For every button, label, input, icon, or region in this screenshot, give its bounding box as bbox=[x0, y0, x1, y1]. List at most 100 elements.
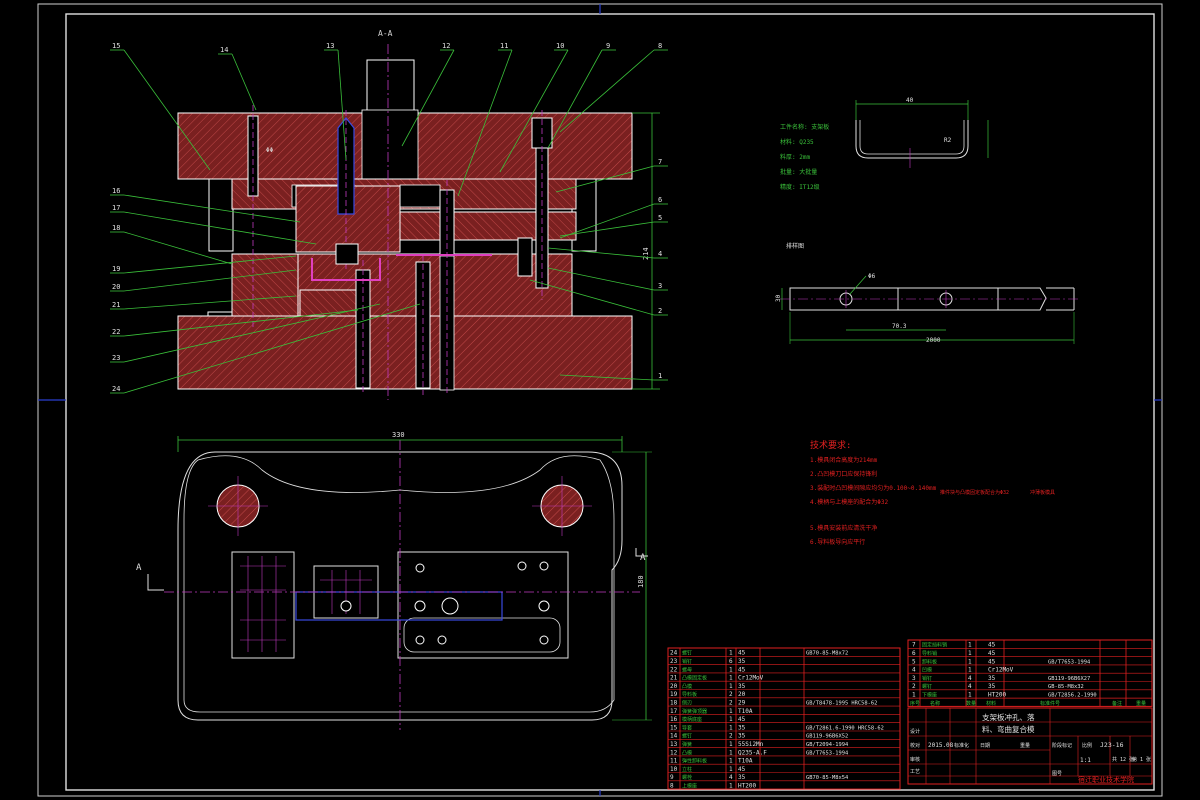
bom-row-qty: 4 bbox=[968, 683, 972, 690]
bom-row-standard: GB/T2856.2-1990 bbox=[1048, 693, 1097, 699]
bom-header-cell: 名称 bbox=[930, 700, 940, 707]
bom-row-no: 15 bbox=[670, 724, 678, 731]
bom-row-material: 35 bbox=[738, 774, 746, 781]
bom-row-material: 20 bbox=[738, 691, 746, 698]
leader-line-20 bbox=[123, 269, 297, 292]
bom-row-qty: 1 bbox=[729, 716, 733, 723]
leader-line-5 bbox=[559, 221, 655, 237]
label-drawing-no: 图号 bbox=[1052, 771, 1062, 777]
leader-line-22 bbox=[123, 309, 359, 337]
leader-line-11 bbox=[457, 49, 513, 197]
bom-row-material: 35 bbox=[738, 724, 746, 731]
bom-row-qty: 1 bbox=[729, 741, 733, 748]
bom-row-name: 侧刃 bbox=[682, 700, 692, 707]
leader-line-18 bbox=[123, 231, 233, 265]
bom-row-standard: GB70-85-M8x72 bbox=[806, 651, 848, 657]
bom-row-no: 14 bbox=[670, 733, 678, 740]
bom-row-no: 9 bbox=[670, 774, 674, 781]
bom-row-material: 35 bbox=[738, 658, 746, 665]
leader-line-23 bbox=[123, 303, 381, 363]
bom-row-material: 45 bbox=[988, 642, 996, 649]
leader-line-10 bbox=[499, 49, 569, 173]
tech-req-item: 3.装配时凸凹模间隙应均匀为0.100~0.140mm bbox=[810, 484, 937, 492]
bom-row-qty: 1 bbox=[729, 708, 733, 715]
bom-header-cell: 重量 bbox=[1136, 700, 1146, 707]
bom-row-name: 弹性卸料板 bbox=[682, 758, 707, 765]
plan-holes bbox=[340, 561, 550, 645]
bom-row-material: Q235-A.F bbox=[738, 749, 767, 756]
part-number-7: 7 bbox=[658, 158, 662, 166]
section-view: A-A bbox=[177, 29, 660, 400]
label-approve: 审核 bbox=[910, 756, 920, 763]
bom-row-qty: 1 bbox=[968, 692, 972, 699]
leader-line-9 bbox=[547, 49, 603, 149]
bom-row-name: 固定挡料销 bbox=[922, 642, 947, 649]
bom-row-name: 模柄底座 bbox=[682, 716, 702, 723]
bom-row-material: 45 bbox=[988, 658, 996, 665]
bom-row-name: 导套 bbox=[682, 724, 692, 731]
drawing-name-line1: 支架板冲孔、落 bbox=[982, 712, 1035, 722]
bom-row-standard: GB/T2861.6-1990 HRC58-62 bbox=[806, 725, 884, 731]
part-number-8: 8 bbox=[658, 42, 662, 50]
bom-row-material: T10A bbox=[738, 758, 753, 765]
leader-line-12 bbox=[401, 49, 455, 147]
bom-row-no: 6 bbox=[912, 650, 916, 657]
drawing-scale: 1:1 bbox=[1080, 757, 1091, 764]
leader-line-3 bbox=[547, 267, 655, 291]
part-number-2: 2 bbox=[658, 307, 662, 315]
plan-outline bbox=[177, 451, 623, 721]
bom-row-qty: 1 bbox=[729, 724, 733, 731]
bom-row-name: 凹模 bbox=[922, 667, 932, 674]
part-number-21: 21 bbox=[112, 301, 120, 309]
bom-row-material: 35 bbox=[738, 733, 746, 740]
part-number-13: 13 bbox=[326, 42, 334, 50]
clearance-dim: ΦΦ bbox=[266, 147, 274, 154]
bom-row-name: 销钉 bbox=[682, 658, 692, 665]
bom-row-qty: 1 bbox=[968, 642, 972, 649]
leader-line-17 bbox=[123, 211, 317, 245]
bom-header-cell: 数量 bbox=[966, 700, 976, 707]
part-number-4: 4 bbox=[658, 250, 662, 258]
bom-row-material: 45 bbox=[738, 666, 746, 673]
label-process: 工艺 bbox=[910, 769, 920, 775]
label-date: 日期 bbox=[980, 743, 990, 749]
leader-line-4 bbox=[547, 247, 655, 259]
part-number-20: 20 bbox=[112, 283, 120, 291]
bom-row-no: 5 bbox=[912, 658, 916, 665]
part-number-14: 14 bbox=[220, 46, 228, 54]
part-info-line: 料厚: 2mm bbox=[780, 153, 810, 161]
die-shank bbox=[366, 59, 415, 117]
bom-row-name: 螺钉 bbox=[922, 683, 932, 690]
bom-row-qty: 2 bbox=[729, 700, 733, 707]
bom-row-material: 35 bbox=[738, 683, 746, 690]
tech-req-item: 4.模柄与上模座的配合为Φ32 bbox=[810, 498, 888, 506]
bom-row-name: 导料板 bbox=[682, 691, 697, 698]
bom-row-no: 2 bbox=[912, 683, 916, 690]
tech-req-title: 技术要求: bbox=[810, 439, 851, 451]
strip-width-dim: 30 bbox=[775, 294, 782, 302]
bom-row-material: 55Si2Mn bbox=[738, 741, 764, 748]
bom-row-name: 螺钉 bbox=[682, 650, 692, 657]
leader-line-24 bbox=[123, 303, 421, 394]
bom-row-no: 16 bbox=[670, 716, 678, 723]
bom-row-standard: GB70-85-M8x54 bbox=[806, 775, 848, 781]
bom-row-name: 螺母 bbox=[682, 666, 692, 673]
bom-row-no: 13 bbox=[670, 741, 678, 748]
bom-row-standard: GB119-96B6X27 bbox=[1048, 676, 1090, 682]
label-check: 校对 bbox=[910, 742, 920, 749]
sheet-number: 第 1 张 bbox=[1132, 756, 1151, 763]
bom-row-name: 下模座 bbox=[922, 692, 937, 699]
lower-die-seat bbox=[177, 315, 633, 390]
bom-row-name: 凸模 bbox=[682, 749, 692, 756]
leader-line-1 bbox=[559, 374, 655, 381]
school-name: 宿迁职业技术学院 bbox=[1078, 775, 1134, 784]
bom-row-no: 24 bbox=[670, 650, 678, 657]
tech-req-item: 1.模具闭合高度为214mm bbox=[810, 456, 878, 464]
bom-row-material: T10A bbox=[738, 708, 753, 715]
inner-frame bbox=[65, 13, 1155, 791]
bom-row-no: 1 bbox=[912, 692, 916, 699]
